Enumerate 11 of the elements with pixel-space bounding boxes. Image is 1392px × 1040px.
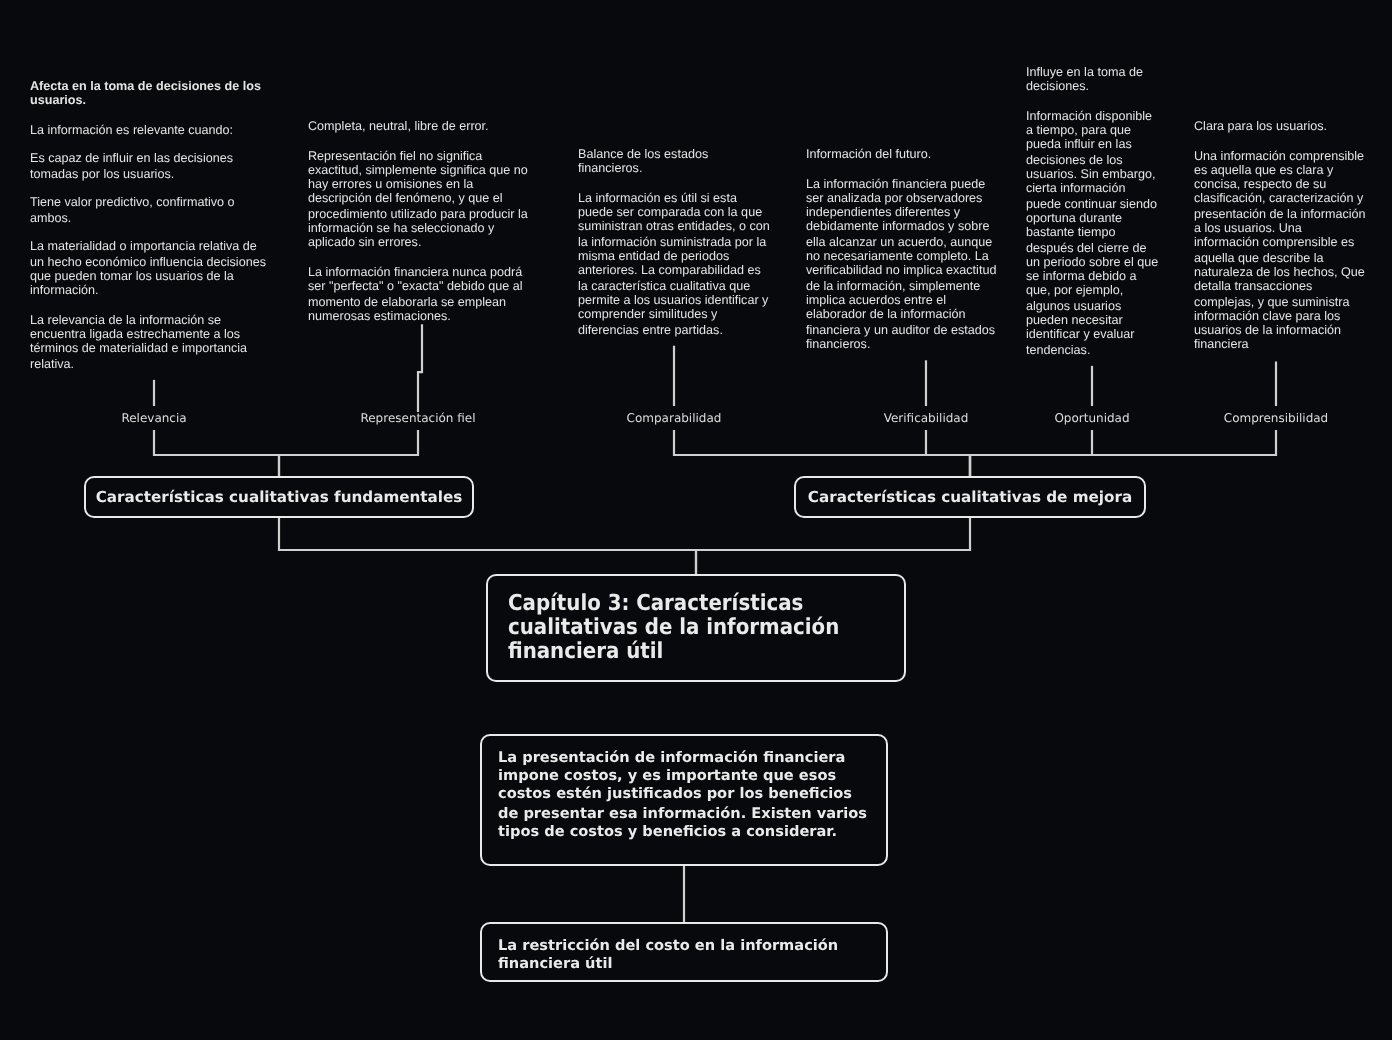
topic-box: Capítulo 3: Características cualitativas de la información financiera útil (486, 574, 906, 682)
connector-line (1090, 365, 1094, 406)
connector-line (1274, 361, 1278, 406)
connector-line (152, 379, 156, 406)
connector-line (924, 360, 928, 406)
connector-line (416, 324, 424, 412)
connector-line (672, 345, 676, 406)
connector-line (682, 866, 686, 922)
connector-line (968, 430, 1278, 476)
connector-line (277, 430, 420, 476)
connector-line (694, 518, 972, 574)
